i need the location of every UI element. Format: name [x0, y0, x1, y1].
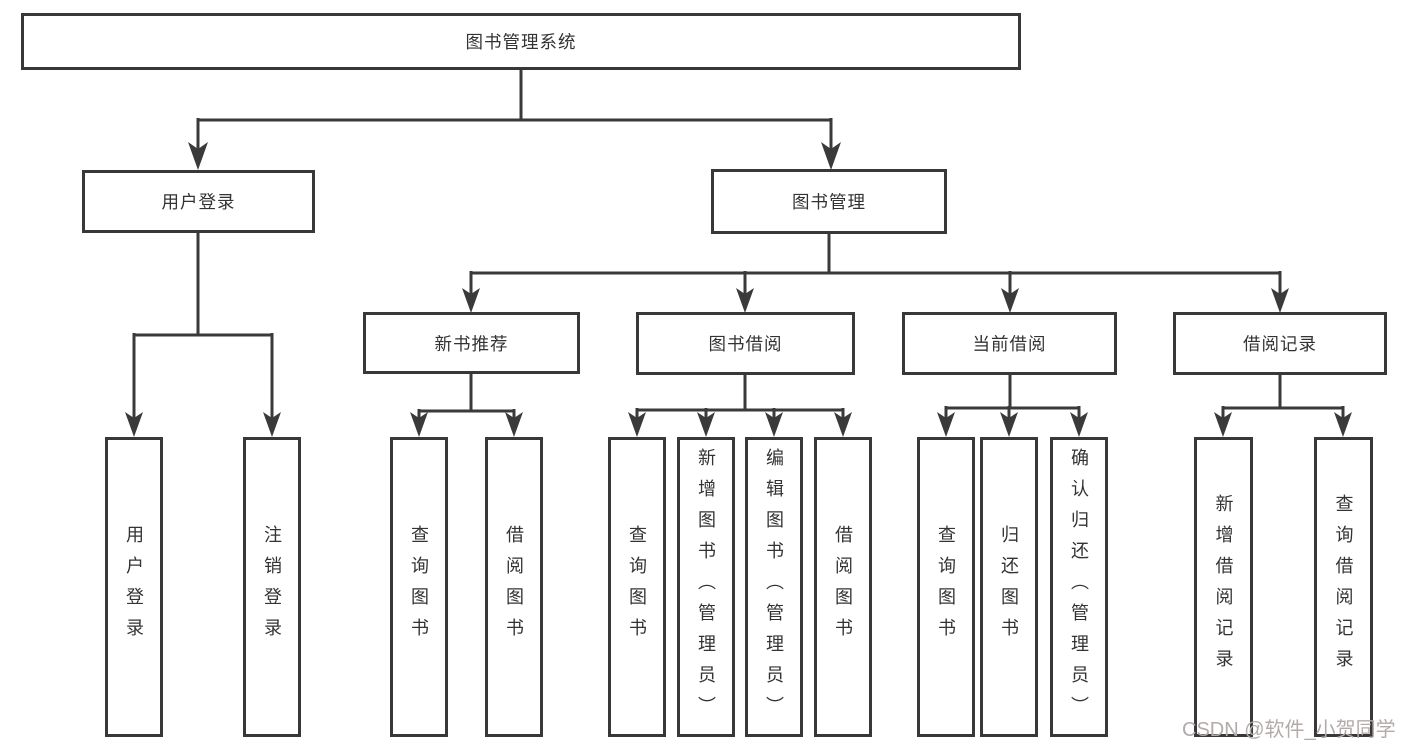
leaf-query-books-recommend: 查询图书	[390, 437, 448, 737]
node-label: 用户登录	[161, 192, 236, 212]
edge-new-book-recommend-children	[417, 374, 516, 420]
node-label: 用户登录	[124, 525, 144, 649]
arrowheads	[125, 142, 1352, 437]
edge-borrow-records-children	[1221, 375, 1345, 420]
node-label: 编辑图书（管理员）	[764, 447, 784, 727]
node-label: 查询图书	[936, 525, 956, 649]
edge-user-login-children	[132, 233, 274, 420]
node-label: 注销登录	[262, 525, 282, 649]
leaf-confirm-return-admin: 确认归还（管理员）	[1050, 437, 1108, 737]
leaf-query-borrow-record: 查询借阅记录	[1314, 437, 1373, 737]
node-label: 图书管理	[792, 192, 866, 212]
node-label: 图书借阅	[708, 334, 783, 354]
node-label: 确认归还（管理员）	[1069, 447, 1089, 727]
node-label: 查询借阅记录	[1333, 494, 1354, 680]
edge-root-to-level2	[196, 70, 833, 152]
node-label: 查询图书	[627, 525, 647, 649]
node-label: 借阅图书	[833, 525, 853, 649]
csdn-watermark: CSDN @软件_小贺同学	[1182, 719, 1396, 741]
node-label: 借阅记录	[1243, 334, 1317, 354]
edge-book-borrow-children	[635, 375, 845, 420]
leaf-return-books: 归还图书	[980, 437, 1038, 737]
node-label: 查询图书	[409, 525, 429, 649]
node-label: 新增图书（管理员）	[696, 447, 716, 727]
node-borrow-records: 借阅记录	[1173, 312, 1387, 375]
leaf-borrow-books-recommend: 借阅图书	[485, 437, 543, 737]
leaf-query-books-borrow: 查询图书	[608, 437, 666, 737]
leaf-user-login: 用户登录	[105, 437, 163, 737]
node-root-book-management-system: 图书管理系统	[21, 13, 1021, 70]
node-book-management: 图书管理	[711, 169, 947, 234]
node-user-login: 用户登录	[82, 170, 315, 233]
node-book-borrow: 图书借阅	[636, 312, 855, 375]
node-label: 图书管理系统	[465, 32, 577, 52]
edge-book-management-children	[469, 234, 1282, 296]
node-current-borrow: 当前借阅	[902, 312, 1117, 375]
leaf-logout: 注销登录	[243, 437, 301, 737]
leaf-borrow-books: 借阅图书	[814, 437, 872, 737]
node-label: 新书推荐	[434, 333, 509, 354]
leaf-add-books-admin: 新增图书（管理员）	[677, 437, 735, 737]
leaf-edit-books-admin: 编辑图书（管理员）	[745, 437, 803, 737]
leaf-query-books-current: 查询图书	[917, 437, 975, 737]
node-label: 归还图书	[999, 525, 1019, 649]
leaf-add-borrow-record: 新增借阅记录	[1194, 437, 1253, 737]
node-label: 借阅图书	[504, 525, 524, 649]
node-label: 新增借阅记录	[1213, 494, 1234, 680]
node-new-book-recommend: 新书推荐	[363, 312, 580, 374]
node-label: 当前借阅	[972, 334, 1047, 354]
edge-current-borrow-children	[944, 375, 1081, 420]
